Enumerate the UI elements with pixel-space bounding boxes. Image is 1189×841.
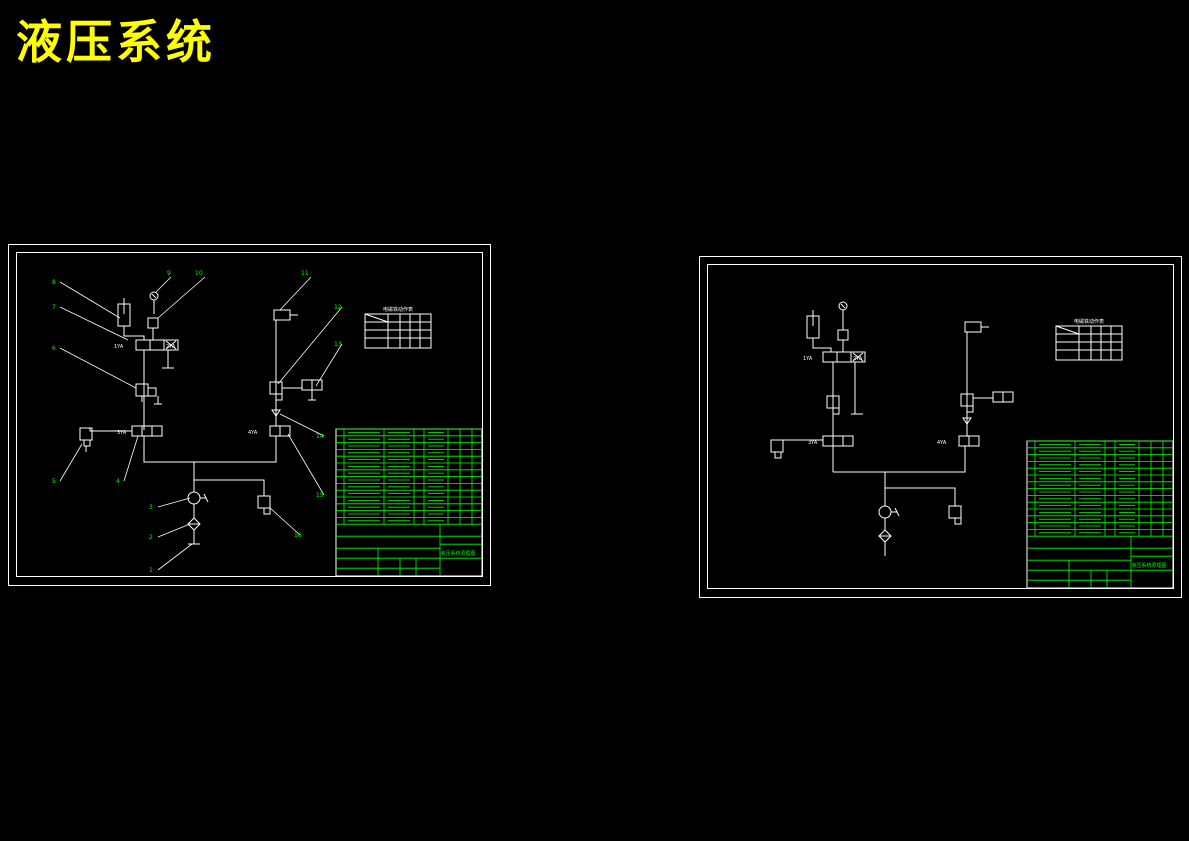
label-3YA: 3YA [808,440,818,446]
callout-15: 15 [316,492,324,499]
callout-leader-line [157,276,206,319]
callout-16: 16 [294,532,302,539]
filter-symbol [878,529,892,543]
page-title: 液压系统 [16,15,216,69]
callout-14: 14 [316,433,324,440]
pressure-gauge-symbol [838,301,848,330]
callout-6: 6 [52,345,56,352]
label-2YA: 2YA [853,356,863,362]
callout-9: 9 [167,270,171,277]
callout-8: 8 [52,279,56,286]
callout-4: 4 [116,478,120,485]
actuator [964,321,989,333]
pump-symbol [878,505,900,519]
drawing-sheet-2: 电磁铁动作表 1YA 2YA 3YA 4YA 液压系统原理图 [699,256,1182,598]
callout-leader-line [315,343,343,387]
label-4YA: 4YA [248,430,258,436]
solenoid-table [364,313,432,349]
callout-13: 13 [334,341,342,348]
directional-valve-4 [131,425,163,437]
cylinder-symbol [117,298,131,327]
solenoid-table-heading: 电磁铁动作表 [1074,318,1104,325]
callout-7: 7 [52,304,56,311]
relief-valve-right [948,505,962,525]
sheet-inner-border [16,252,483,577]
directional-valve-14 [269,425,291,437]
callout-leader-line [123,435,139,482]
title-block-drawing-name: 液压系统原理图 [1131,562,1166,569]
callout-leader-line [157,543,193,571]
callout-11: 11 [301,270,309,277]
callout-3: 3 [149,504,153,511]
actuator-11 [273,309,298,321]
callout-5: 5 [52,478,56,485]
callout-leader-line [155,276,172,293]
check-valve-symbol [837,329,849,341]
callout-1: 1 [149,567,153,574]
valve-right [992,391,1014,403]
callout-12: 12 [334,304,342,311]
callout-10: 10 [195,270,203,277]
valve-12 [301,379,323,401]
callout-2: 2 [149,534,153,541]
pressure-valve-6 [135,383,157,402]
relief-valve [770,439,784,459]
callout-leader-line [59,347,137,389]
pressure-valve [826,395,840,415]
main-directional-valve [135,339,179,351]
label-2YA: 2YA [166,344,176,350]
cylinder-symbol [806,310,820,339]
callout-leader-line [279,413,325,437]
relief-valve-16 [257,495,271,515]
drawing-sheet-1: 电磁铁动作表 1YA 2YA 3YA 4YA 液压系统原理图 8 7 6 5 4… [8,244,491,586]
callout-leader-line [59,443,83,482]
pump-symbol [187,491,209,505]
pressure-gauge-symbol [149,291,159,314]
label-4YA: 4YA [937,440,947,446]
pressure-valve-right [960,393,974,413]
sheet-inner-border [707,264,1174,589]
callout-leader-line [59,281,121,319]
title-block-drawing-name: 液压系统原理图 [440,550,475,557]
callout-leader-line [269,507,301,536]
label-3YA: 3YA [117,430,127,436]
callout-leader-line [59,306,129,341]
callout-leader-line [277,306,343,385]
solenoid-table [1055,325,1123,361]
relief-valve-5 [79,427,93,452]
callout-leader-line [287,433,325,496]
main-directional-valve [822,351,866,363]
callout-leader-line [157,497,191,508]
callout-leader-line [279,276,312,311]
directional-valve [822,435,854,447]
callout-leader-line [157,523,191,538]
sheet-outer-border [8,244,491,586]
directional-valve-right [958,435,980,447]
sheet-outer-border [699,256,1182,598]
solenoid-table-heading: 电磁铁动作表 [383,306,413,313]
label-1YA: 1YA [803,356,813,362]
label-1YA: 1YA [114,344,124,350]
check-valve-symbol [147,317,159,329]
